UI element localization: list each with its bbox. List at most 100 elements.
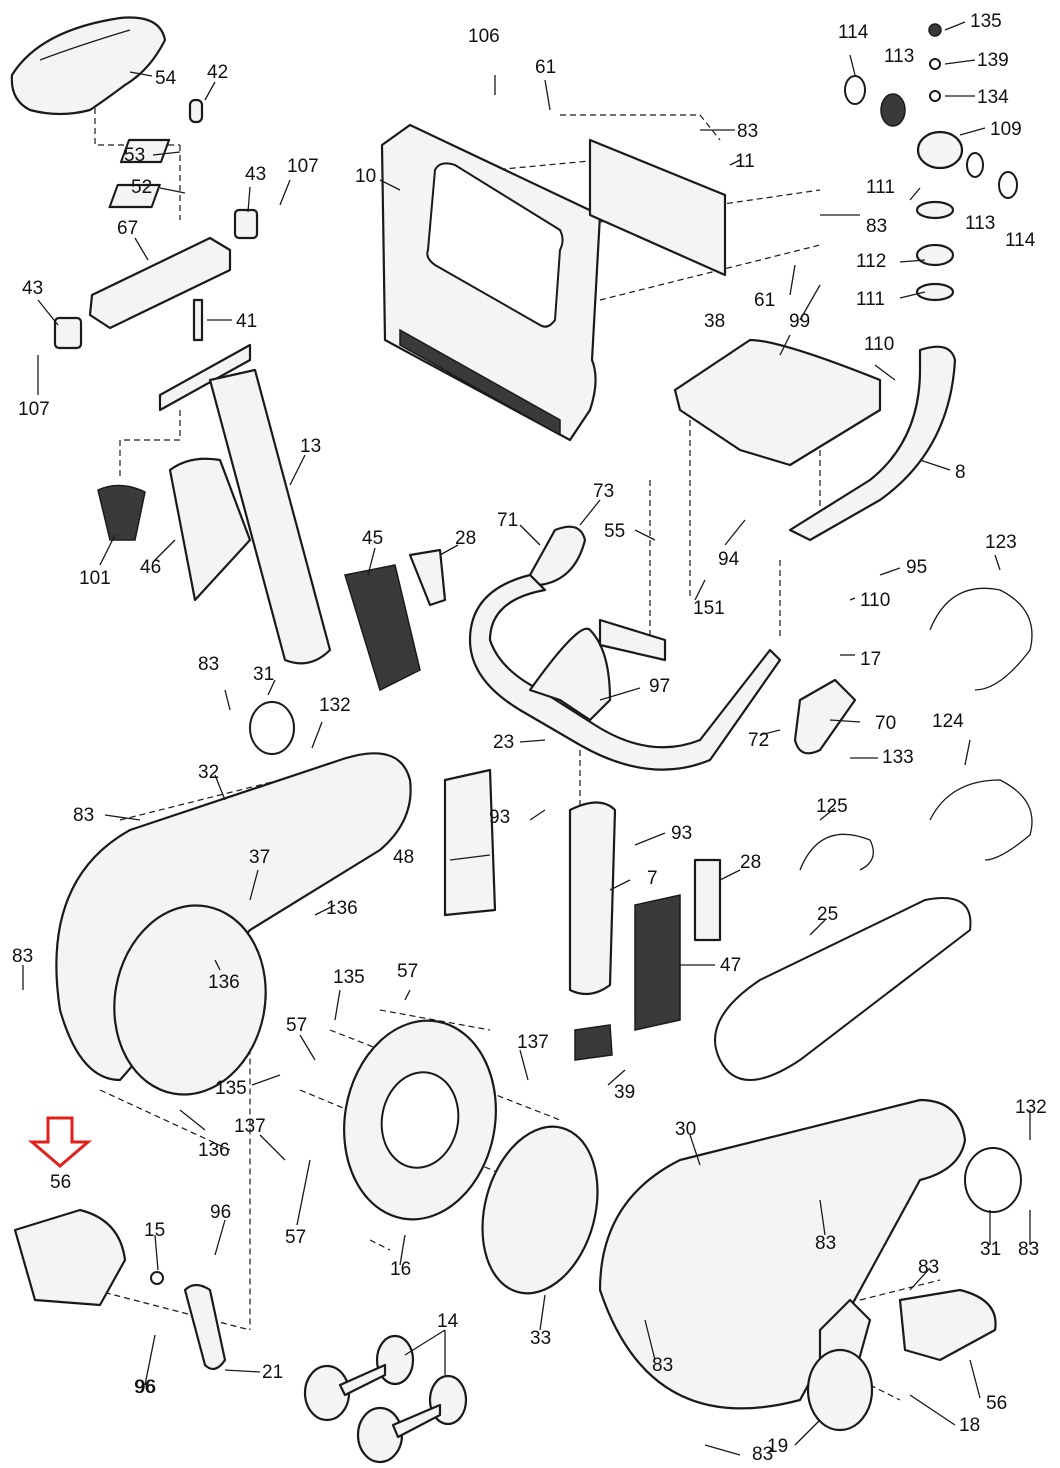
callout-label: 16 xyxy=(390,1259,411,1280)
callout-label: 134 xyxy=(977,87,1009,108)
callout-label: 83 xyxy=(815,1233,836,1254)
callout-label: 83 xyxy=(1018,1239,1039,1260)
callout-label: 123 xyxy=(985,532,1017,553)
callout-label: 28 xyxy=(455,528,476,549)
part-handlebar xyxy=(468,525,857,771)
callout-label: 31 xyxy=(253,664,274,685)
callout-label: 71 xyxy=(497,510,518,531)
callout-label: 109 xyxy=(990,119,1022,140)
callout-label: 132 xyxy=(319,695,351,716)
callout-label: 13 xyxy=(300,436,321,457)
callout-label: 135 xyxy=(970,11,1002,32)
callout-label: 57 xyxy=(285,1227,306,1248)
callout-label: 97 xyxy=(649,676,670,697)
part-console xyxy=(380,123,727,442)
part-crank-right xyxy=(806,1288,997,1432)
callout-label: 57 xyxy=(286,1015,307,1036)
callout-label: 83 xyxy=(12,946,33,967)
callout-label: 112 xyxy=(856,251,886,272)
part-seat-slider xyxy=(53,98,259,350)
highlight-down-arrow-icon xyxy=(27,1116,93,1168)
callout-label: 111 xyxy=(866,177,895,198)
part-crank-left xyxy=(13,1208,227,1371)
callout-label: 125 xyxy=(816,796,848,817)
callout-label: 93 xyxy=(671,823,692,844)
part-belt-and-cables xyxy=(714,587,1033,1081)
callout-label: 107 xyxy=(18,399,50,420)
callout-label: 99 xyxy=(789,311,810,332)
part-left-shield xyxy=(55,701,412,1096)
callout-label: 43 xyxy=(22,278,43,299)
callout-label: 83 xyxy=(737,121,758,142)
callout-label: 56 xyxy=(986,1393,1007,1414)
callout-label: 96 xyxy=(134,1377,155,1398)
callout-label: 67 xyxy=(117,218,138,239)
callout-label: 17 xyxy=(860,649,881,670)
callout-label: 133 xyxy=(882,747,914,768)
callout-label: 83 xyxy=(198,654,219,675)
callout-label: 32 xyxy=(198,762,219,783)
callout-label: 113 xyxy=(965,213,995,234)
callout-label: 46 xyxy=(140,557,161,578)
callout-label: 53 xyxy=(124,145,145,166)
callout-label: 42 xyxy=(207,62,228,83)
callout-label: 61 xyxy=(754,290,775,311)
callout-label: 135 xyxy=(333,967,365,988)
callout-label: 8 xyxy=(955,462,966,483)
callout-label: 47 xyxy=(720,955,741,976)
callout-label: 111 xyxy=(856,289,885,310)
callout-label: 83 xyxy=(652,1355,673,1376)
callout-label: 57 xyxy=(397,961,418,982)
callout-label: 110 xyxy=(860,590,890,611)
callout-label: 70 xyxy=(875,713,896,734)
callout-label: 39 xyxy=(614,1082,635,1103)
callout-label: 110 xyxy=(864,334,894,355)
callout-label: 139 xyxy=(977,50,1009,71)
callout-label: 73 xyxy=(593,481,614,502)
callout-label: 45 xyxy=(362,528,383,549)
callout-label: 83 xyxy=(752,1444,773,1465)
callout-label: 21 xyxy=(262,1362,283,1383)
callout-label: 18 xyxy=(959,1415,980,1436)
part-dumbbells xyxy=(303,1334,468,1464)
callout-label: 41 xyxy=(236,311,257,332)
callout-label: 10 xyxy=(355,166,376,187)
callout-label: 136 xyxy=(198,1140,230,1161)
callout-label: 15 xyxy=(144,1220,165,1241)
callout-label: 132 xyxy=(1015,1097,1047,1118)
callout-label: 43 xyxy=(245,164,266,185)
callout-label: 23 xyxy=(493,732,514,753)
callout-label: 83 xyxy=(918,1257,939,1278)
callout-label: 114 xyxy=(838,22,869,43)
callout-label: 33 xyxy=(530,1328,551,1349)
callout-label: 93 xyxy=(489,807,510,828)
callout-label: 7 xyxy=(647,868,658,889)
callout-label: 96 xyxy=(210,1202,231,1223)
callout-label: 136 xyxy=(326,898,358,919)
callout-label: 54 xyxy=(155,68,177,89)
part-seat xyxy=(10,16,167,116)
callout-label: 151 xyxy=(693,598,725,619)
part-flywheel xyxy=(343,1019,599,1295)
callout-label: 124 xyxy=(932,711,964,732)
callout-label: 52 xyxy=(131,177,152,198)
callout-label: 30 xyxy=(675,1119,696,1140)
callout-label: 31 xyxy=(980,1239,1001,1260)
callout-labels: 54 42 53 52 43 107 67 43 107 41 13 101 4… xyxy=(12,11,1047,1465)
callout-label: 38 xyxy=(704,311,725,332)
callout-label: 61 xyxy=(535,57,556,78)
part-seat-post xyxy=(97,343,332,665)
callout-label: 137 xyxy=(234,1116,266,1137)
callout-label: 107 xyxy=(287,156,319,177)
part-right-shield xyxy=(598,1098,1022,1410)
callout-label: 106 xyxy=(468,26,500,47)
callout-label: 83 xyxy=(866,216,887,237)
callout-label: 55 xyxy=(604,521,625,542)
callout-label: 94 xyxy=(718,549,740,570)
callout-label: 135 xyxy=(215,1078,247,1099)
callout-leaders xyxy=(22,21,1031,1456)
callout-label: 11 xyxy=(735,151,755,172)
callout-label: 25 xyxy=(817,904,838,925)
